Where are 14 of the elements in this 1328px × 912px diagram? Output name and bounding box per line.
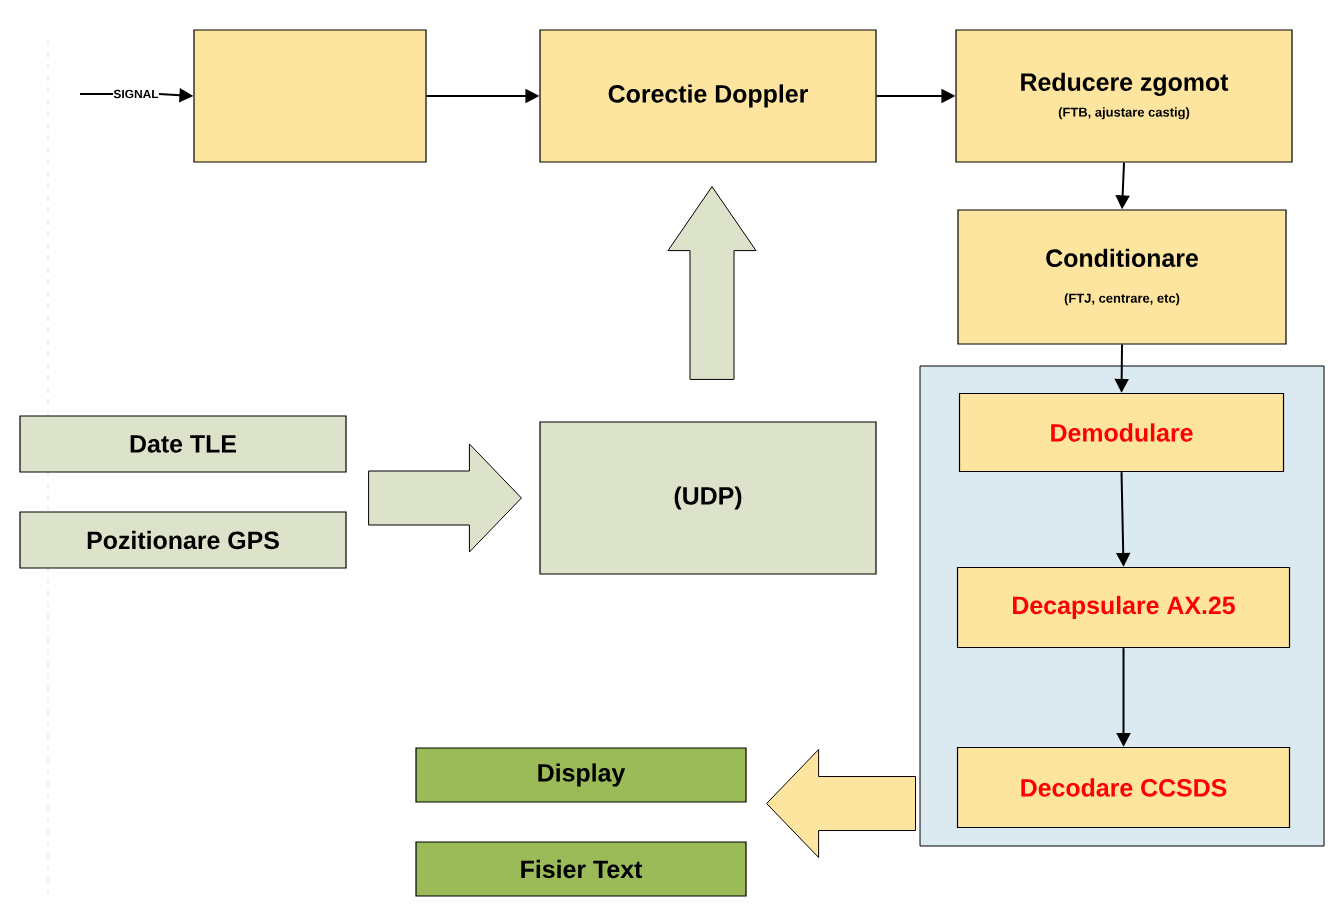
process-box: [193, 29, 427, 163]
process-box: Decodare CCSDS: [956, 746, 1291, 829]
block-arrow: [766, 749, 916, 858]
signal-line: [79, 93, 114, 95]
block-arrow: [368, 443, 522, 553]
input-box: (UDP): [539, 421, 877, 575]
process-box: Demodulare: [958, 392, 1285, 473]
output-box: Display: [415, 747, 747, 803]
input-box: Date TLE: [19, 415, 347, 473]
output-box: Fisier Text: [415, 841, 747, 897]
block-arrow: [667, 186, 757, 380]
input-box: Pozitionare GPS: [19, 511, 347, 569]
process-box: Decapsulare AX.25: [956, 566, 1291, 649]
process-box: Corectie Doppler: [539, 29, 877, 163]
